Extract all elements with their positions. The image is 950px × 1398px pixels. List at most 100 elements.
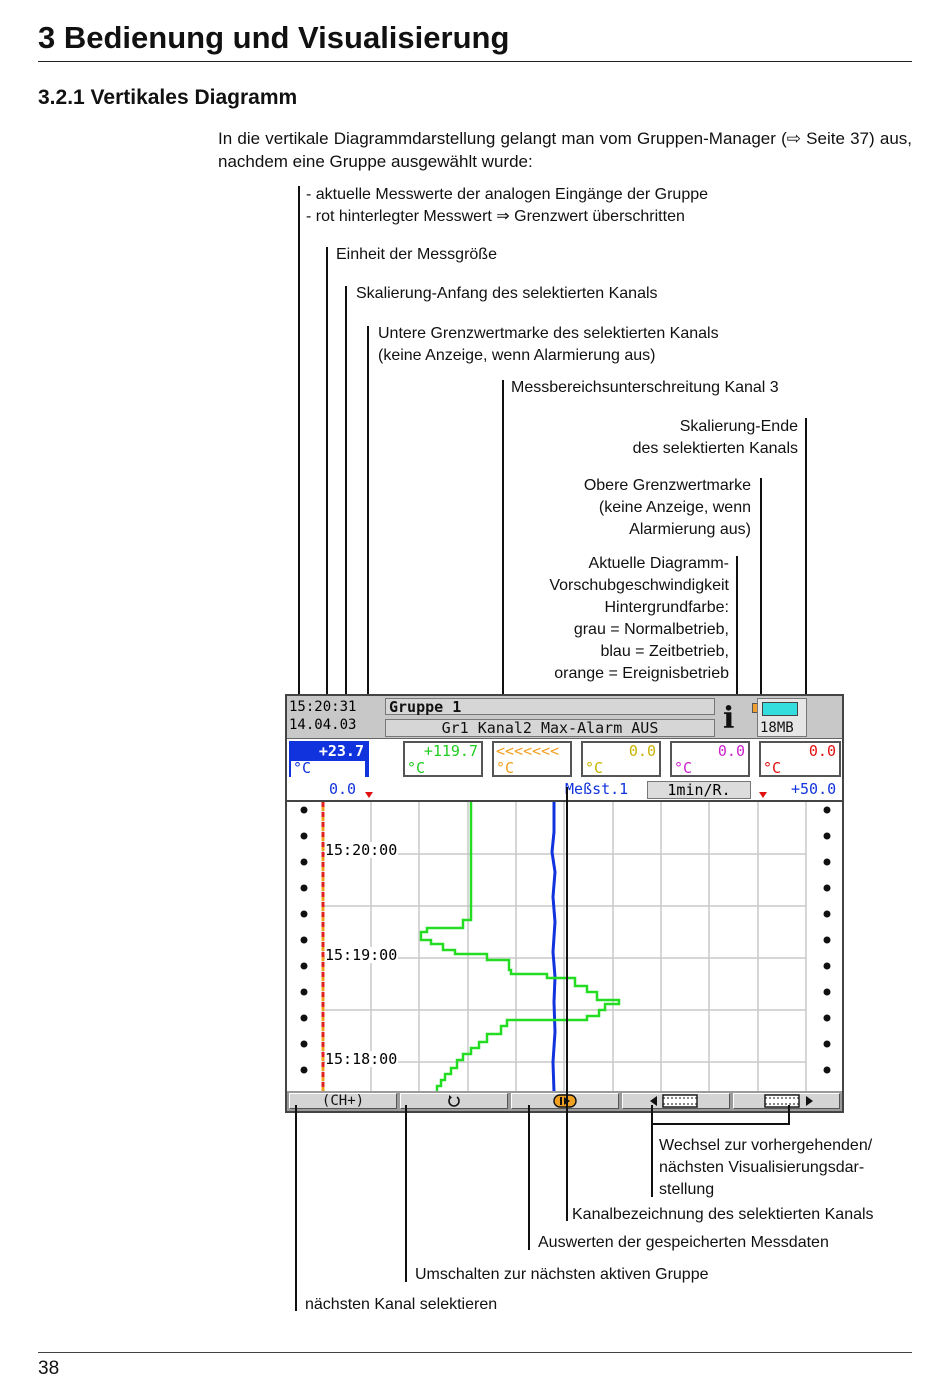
annotation-untere-grenzwertmarke-2: (keine Anzeige, wenn Alarmierung aus) — [378, 347, 656, 364]
leader-line — [651, 1105, 653, 1125]
softkey-bar: (CH+) — [287, 1091, 842, 1111]
status-header: 15:20:31 14.04.03 Gruppe 1 Gr1 Kanal2 Ma… — [287, 696, 842, 739]
previous-view-button[interactable] — [622, 1093, 730, 1109]
annotation-vorschub-1: Aktuelle Diagramm- — [588, 555, 729, 572]
channel-box-4[interactable]: 0.0 °C — [581, 741, 661, 777]
left-dot — [300, 858, 308, 866]
info-icon[interactable]: i — [723, 701, 735, 736]
leader-line — [502, 380, 504, 750]
channel-value: <<<<<<< — [496, 742, 560, 760]
leader-line — [788, 1105, 790, 1125]
page-number: 38 — [38, 1358, 60, 1379]
left-dot — [300, 988, 308, 996]
left-dot — [300, 910, 308, 918]
clock-time: 15:20:31 — [289, 699, 357, 715]
intro-paragraph: In die vertikale Diagrammdarstellung gel… — [218, 129, 912, 171]
annotation-skalierung-anfang: Skalierung-Anfang des selektierten Kanal… — [356, 285, 658, 302]
evaluate-history-button[interactable] — [511, 1093, 619, 1109]
annotation-umschalten: Umschalten zur nächsten aktiven Gruppe — [415, 1266, 709, 1283]
memory-indicator: 18MB — [757, 698, 807, 737]
alarm-message: Gr1 Kanal2 Max-Alarm AUS — [385, 719, 715, 737]
chapter-heading: 3 Bedienung und Visualisierung — [38, 20, 510, 55]
left-dot — [300, 884, 308, 892]
upper-limit-marker — [759, 792, 767, 798]
channel-box-2[interactable]: +119.7 °C — [403, 741, 483, 777]
annotation-obere-grenzwertmarke-3: Alarmierung aus) — [629, 521, 751, 538]
annotation-messwerte-2: - rot hinterlegter Messwert ⇒ Grenzwert … — [306, 208, 685, 225]
scale-end: +50.0 — [791, 780, 837, 798]
clock-date: 14.04.03 — [289, 717, 357, 733]
heading-rule — [38, 61, 912, 62]
right-dot — [823, 1040, 831, 1048]
group-title-bar[interactable]: Gruppe 1 — [385, 698, 772, 716]
left-dot — [300, 962, 308, 970]
time-mark: 15:19:00 — [325, 946, 399, 964]
right-dot — [823, 962, 831, 970]
right-dot — [823, 858, 831, 866]
leader-line — [295, 1105, 297, 1311]
annotation-vorschub-3: Hintergrundfarbe: — [604, 599, 729, 616]
memory-size: 18MB — [760, 720, 794, 736]
leader-line — [651, 1123, 653, 1197]
left-dot — [300, 936, 308, 944]
annotation-wechsel-1: Wechsel zur vorhergehenden/ — [659, 1137, 873, 1154]
switch-group-button[interactable] — [400, 1093, 508, 1109]
right-dot — [823, 988, 831, 996]
annotation-skalierung-ende-2: des selektierten Kanals — [632, 440, 798, 457]
right-dot — [823, 1014, 831, 1022]
recorder-screen: 15:20:31 14.04.03 Gruppe 1 Gr1 Kanal2 Ma… — [285, 694, 844, 1113]
leader-line — [345, 286, 347, 783]
channel-value: 0.0 — [628, 742, 656, 760]
annotation-obere-grenzwertmarke-2: (keine Anzeige, wenn — [598, 499, 751, 516]
right-dot — [823, 1066, 831, 1074]
channel-unit: °C — [407, 759, 426, 777]
footer-rule — [38, 1352, 912, 1353]
annotation-vorschub-5: blau = Zeitbetrieb, — [600, 643, 729, 660]
channel-unit: °C — [496, 759, 515, 777]
cycle-icon — [448, 1095, 460, 1107]
annotation-obere-grenzwertmarke-1: Obere Grenzwertmarke — [583, 477, 751, 494]
leader-line — [405, 1105, 407, 1282]
channel-box-5[interactable]: 0.0 °C — [670, 741, 750, 777]
annotation-naechster-kanal: nächsten Kanal selektieren — [305, 1296, 498, 1313]
annotation-messbereichsunterschreitung: Messbereichsunterschreitung Kanal 3 — [511, 379, 779, 396]
channel-value: 0.0 — [717, 742, 745, 760]
right-dot — [823, 936, 831, 944]
chart-dots — [300, 806, 831, 1074]
annotation-vorschub-4: grau = Normalbetrieb, — [573, 621, 729, 638]
left-dot — [300, 832, 308, 840]
right-dot — [823, 806, 831, 814]
leader-line — [651, 1123, 790, 1125]
channel-box-6[interactable]: 0.0 °C — [759, 741, 841, 777]
ch-plus-button[interactable]: (CH+) — [289, 1093, 397, 1109]
chart-speed: 1min/R. — [647, 781, 751, 799]
section-heading: 3.2.1 Vertikales Diagramm — [38, 86, 298, 109]
history-icon — [553, 1094, 577, 1108]
next-view-icon — [763, 1094, 813, 1108]
group-name: Gruppe 1 — [389, 698, 462, 716]
channel-value: +119.7 — [423, 742, 478, 760]
channel-unit: °C — [674, 759, 693, 777]
prev-view-icon — [650, 1094, 698, 1108]
channel-box-1[interactable]: +23.7 °C — [289, 741, 369, 778]
annotation-wechsel-3: stellung — [659, 1181, 715, 1198]
annotation-vorschub-6: orange = Ereignisbetrieb — [554, 665, 729, 682]
next-view-button[interactable] — [733, 1093, 840, 1109]
left-dot — [300, 1014, 308, 1022]
scale-row: 0.0 Meßst.1 1min/R. +50.0 — [287, 780, 842, 800]
channel-unit: °C — [291, 761, 365, 778]
right-dot — [823, 832, 831, 840]
leader-line — [326, 247, 328, 765]
leader-line — [298, 186, 300, 740]
trace-channel-2 — [419, 802, 621, 1092]
time-mark: 15:18:00 — [325, 1050, 399, 1068]
left-dot — [300, 1040, 308, 1048]
channel-box-3[interactable]: <<<<<<< °C — [492, 741, 572, 777]
right-dot — [823, 884, 831, 892]
annotation-wechsel-2: nächsten Visualisierungsdar- — [659, 1159, 865, 1176]
memory-card-icon — [762, 702, 798, 716]
vertical-chart: 15:20:00 15:19:00 15:18:00 — [287, 800, 842, 1092]
annotation-untere-grenzwertmarke-1: Untere Grenzwertmarke des selektierten K… — [378, 325, 719, 342]
right-dot — [823, 910, 831, 918]
leader-line — [528, 1105, 530, 1250]
